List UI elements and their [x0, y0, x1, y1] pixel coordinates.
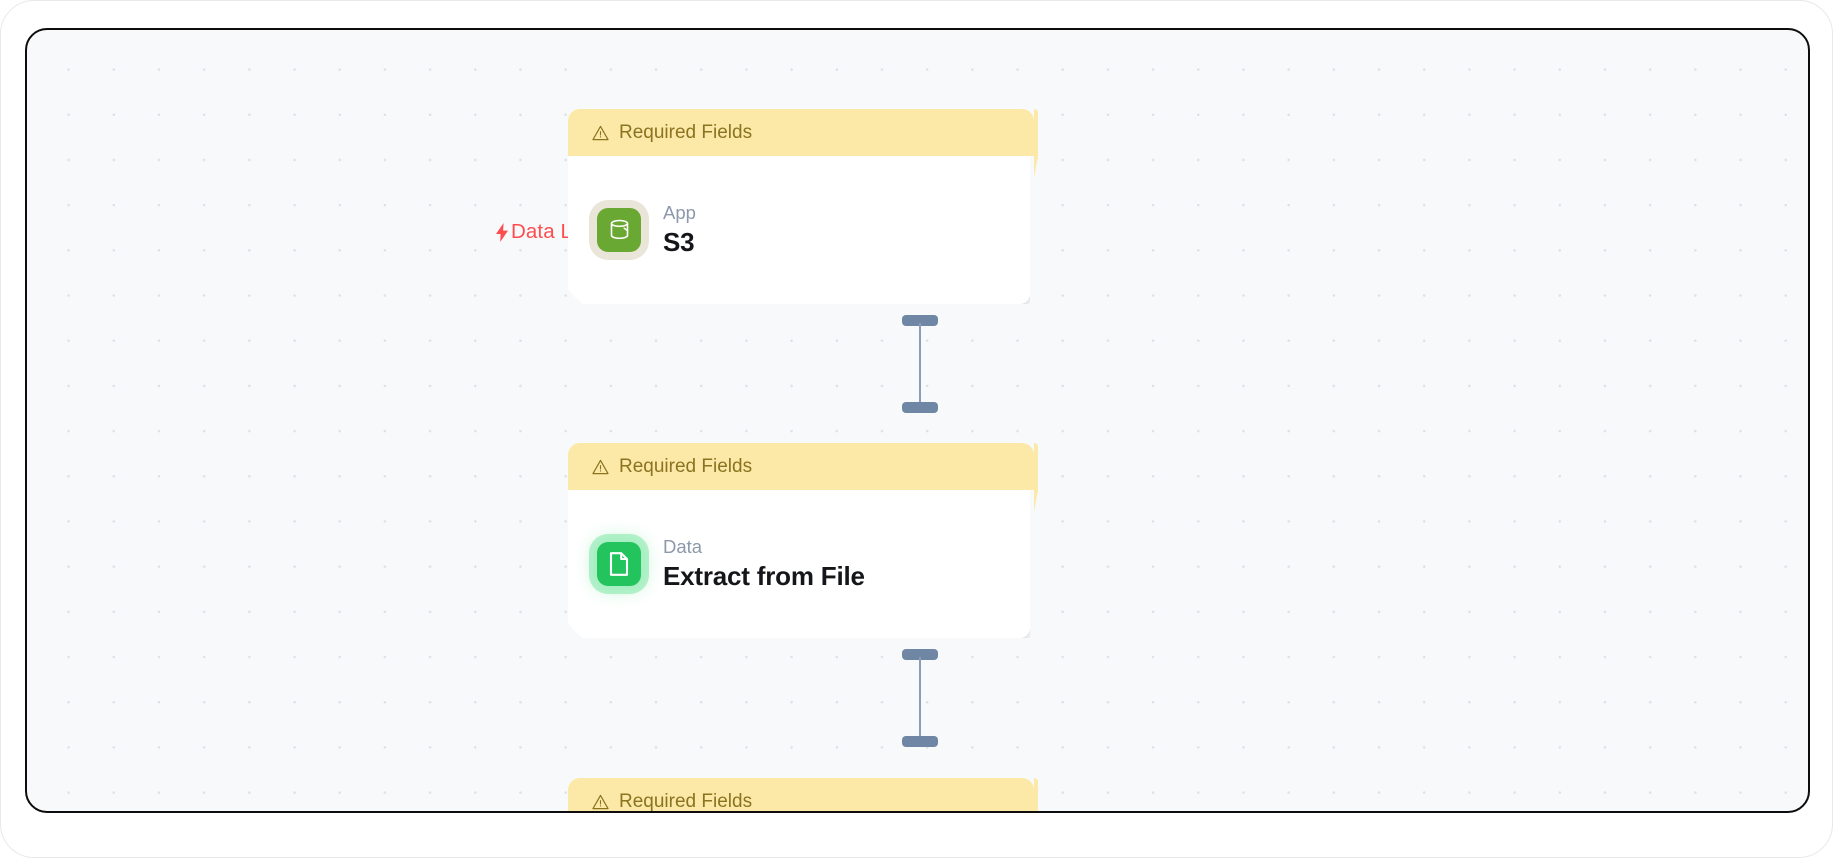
node-s3-body[interactable]: App S3	[568, 156, 1030, 304]
warning-triangle-icon	[592, 459, 609, 476]
node-s3-kind: App	[663, 202, 696, 224]
node-s3-banner-label: Required Fields	[619, 122, 753, 143]
connector-line	[919, 657, 921, 739]
banner-tail	[1034, 490, 1038, 512]
banner-notch	[1034, 109, 1038, 156]
flow-canvas[interactable]: Data Loader Required Fields	[25, 28, 1810, 813]
node-extract-body[interactable]: Data Extract from File	[568, 490, 1030, 638]
node-third[interactable]: Required Fields	[568, 778, 1038, 812]
node-s3-title: S3	[663, 226, 695, 257]
warning-triangle-icon	[592, 794, 609, 811]
warning-triangle-icon	[592, 125, 609, 142]
node-s3[interactable]: Required Fields App S3	[568, 109, 1038, 304]
node-extract-title: Extract from File	[663, 560, 865, 591]
node-extract-required-banner: Required Fields	[568, 443, 1038, 512]
node-extract-banner-label: Required Fields	[619, 456, 753, 477]
banner-notch	[1034, 443, 1038, 490]
node-s3-text: App S3	[663, 204, 696, 256]
node-third-banner-label: Required Fields	[619, 791, 753, 812]
lightning-bolt-icon	[495, 222, 510, 242]
banner-notch	[1034, 778, 1038, 811]
s3-bucket-icon	[597, 208, 641, 252]
connector-handle-source[interactable]	[902, 315, 938, 326]
node-extract-text: Data Extract from File	[663, 538, 865, 590]
node-extract-from-file[interactable]: Required Fields Data Extract from File	[568, 443, 1038, 638]
file-document-icon	[597, 542, 641, 586]
node-third-required-banner: Required Fields	[568, 778, 1038, 812]
connector-line	[919, 323, 921, 405]
connector-handle-target[interactable]	[902, 736, 938, 747]
banner-tail	[1034, 156, 1038, 178]
connector-handle-source[interactable]	[902, 649, 938, 660]
connector-s3-to-extract[interactable]	[900, 315, 940, 413]
connector-handle-target[interactable]	[902, 402, 938, 413]
node-extract-kind: Data	[663, 536, 703, 558]
connector-extract-to-third[interactable]	[900, 649, 940, 747]
node-s3-required-banner: Required Fields	[568, 109, 1038, 178]
